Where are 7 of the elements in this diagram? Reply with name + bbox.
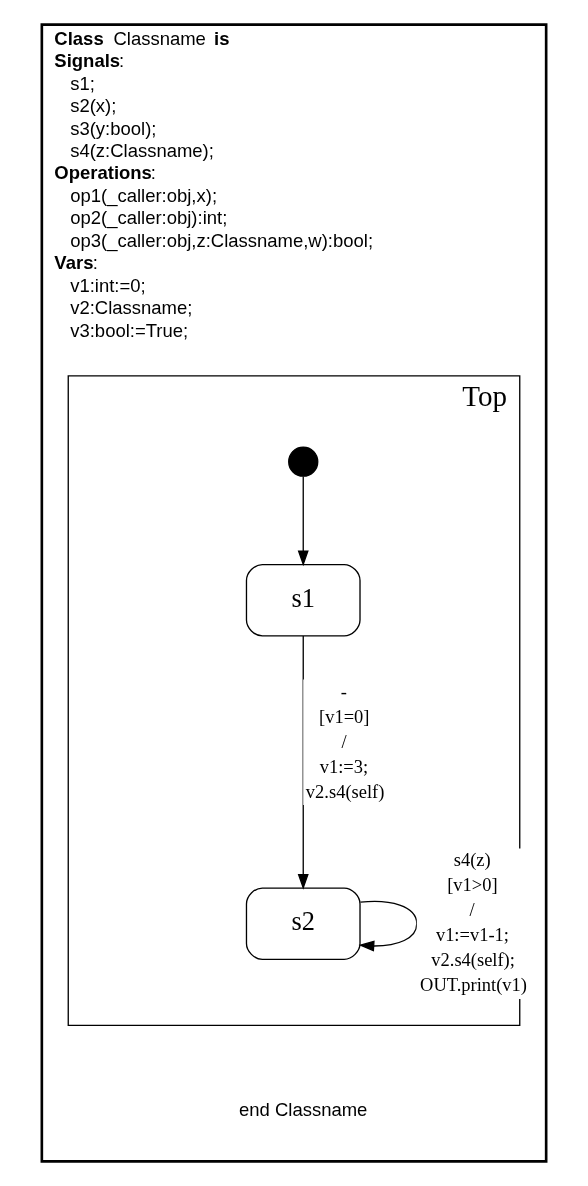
node-box: s2: [245, 887, 361, 960]
node-circle: [288, 446, 319, 477]
label: end Classname: [239, 1099, 368, 1121]
edge-label: - [v1=0] / v1:=3; v2.s4(self): [305, 681, 385, 802]
arrow: [297, 475, 309, 567]
arrow: [358, 900, 418, 952]
node-box: s1: [245, 563, 361, 637]
